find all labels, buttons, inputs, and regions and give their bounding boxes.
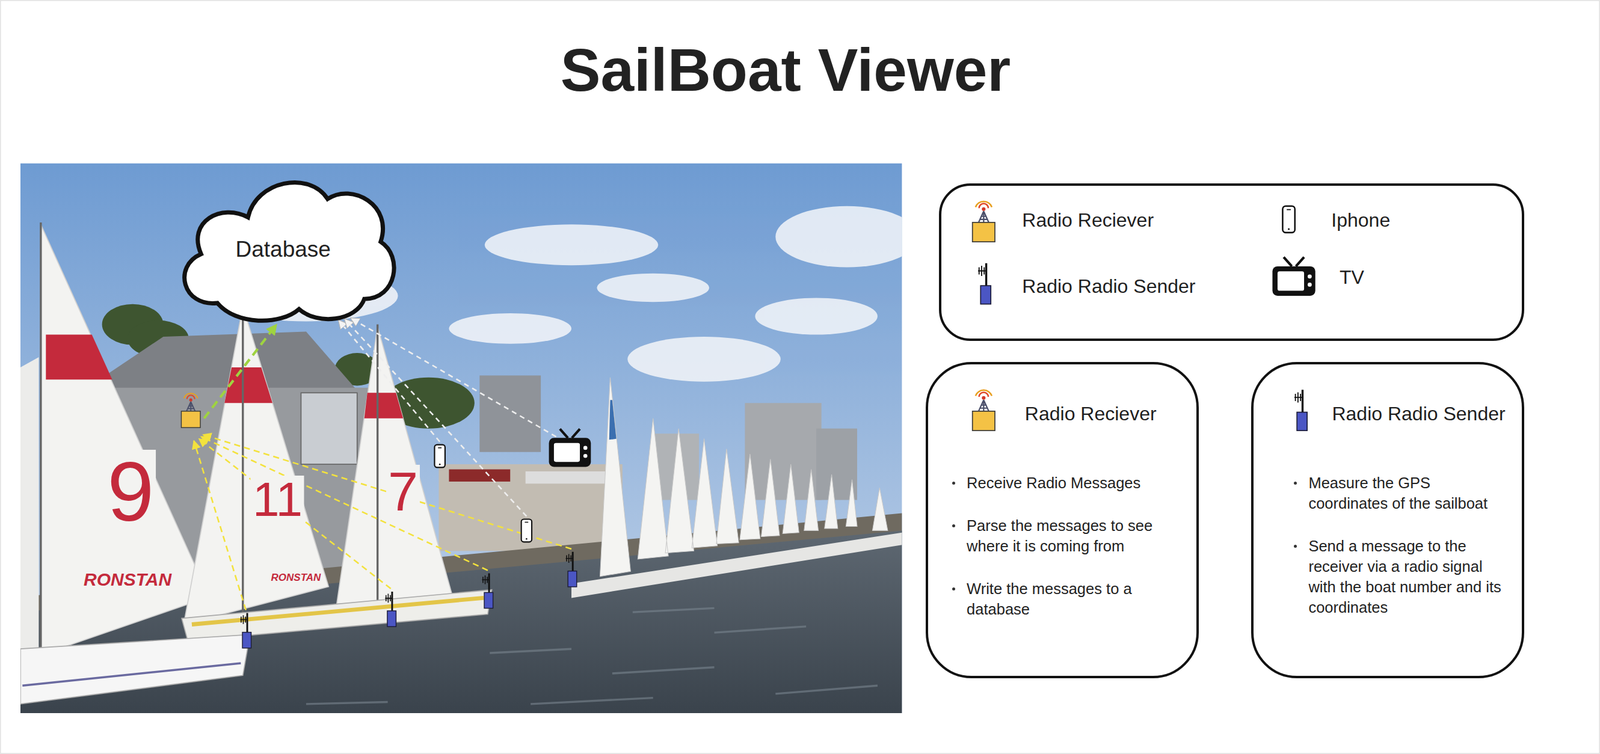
description-card: Radio RecieverReceive Radio MessagesPars… bbox=[925, 362, 1200, 679]
radio-receiver-icon bbox=[181, 393, 201, 428]
database-read-arrow bbox=[338, 320, 440, 443]
bullet-item: Measure the GPS coordinates of the sailb… bbox=[1308, 472, 1504, 514]
radio-receiver-icon bbox=[972, 390, 995, 431]
bullet-text: Receive Radio Messages bbox=[966, 472, 1179, 494]
cloud-puff bbox=[775, 206, 902, 268]
sail bbox=[40, 224, 210, 656]
cloud-puff bbox=[448, 313, 572, 345]
cloud-puff bbox=[627, 336, 781, 382]
sail-number: RONSTAN bbox=[81, 570, 174, 589]
bullet-text: Parse the messages to see where it is co… bbox=[966, 515, 1179, 557]
distant-hulls bbox=[571, 532, 903, 599]
legend-label: Radio Radio Sender bbox=[1021, 274, 1196, 299]
sail-stripe bbox=[609, 400, 617, 440]
legend-label: Iphone bbox=[1331, 208, 1391, 233]
sky bbox=[20, 163, 903, 714]
radio-sender-icon bbox=[1294, 389, 1308, 431]
bullet-item: Write the messages to a database bbox=[966, 578, 1179, 620]
database-read-arrow bbox=[351, 318, 557, 437]
radio-sender-icon bbox=[481, 573, 493, 609]
cloud-text-area: Database bbox=[168, 168, 399, 327]
banner bbox=[525, 471, 608, 484]
signal-arrows bbox=[193, 318, 572, 610]
bullet-dot bbox=[1293, 544, 1297, 548]
bullet-dot bbox=[952, 481, 956, 485]
building bbox=[479, 375, 541, 452]
sail bbox=[20, 357, 40, 659]
bullet-text: Send a message to the receiver via a rad… bbox=[1308, 535, 1504, 618]
bullet-item: Parse the messages to see where it is co… bbox=[966, 515, 1179, 557]
radio-signal-arrow bbox=[199, 439, 391, 589]
bullet-dot bbox=[1293, 481, 1297, 485]
sail-stripe bbox=[45, 335, 112, 381]
bullet-item: Receive Radio Messages bbox=[966, 472, 1179, 494]
radio-signal-arrow bbox=[203, 434, 572, 550]
card-heading: Radio Radio Sender bbox=[1331, 401, 1505, 426]
tv-icon bbox=[1272, 257, 1315, 296]
radio-sender-icon bbox=[566, 552, 577, 588]
bullet-item: Send a message to the receiver via a rad… bbox=[1308, 535, 1504, 618]
radio-signal-arrow bbox=[200, 436, 488, 571]
sail-number: 9 bbox=[105, 449, 156, 535]
legend-label: Radio Reciever bbox=[1021, 208, 1154, 233]
iphone-icon bbox=[521, 519, 532, 542]
database-read-arrow bbox=[344, 319, 527, 517]
cloud-puff bbox=[484, 224, 659, 266]
bullet-text: Write the messages to a database bbox=[966, 578, 1179, 620]
diagram-title: SailBoat Viewer bbox=[0, 33, 1572, 106]
cloud-puff bbox=[596, 273, 710, 303]
banner bbox=[448, 469, 511, 482]
database-cloud: Database bbox=[168, 168, 399, 327]
database-write-arrow bbox=[203, 324, 277, 419]
hull bbox=[20, 634, 251, 704]
card-heading: Radio Reciever bbox=[1024, 401, 1157, 426]
legend-box: Radio Reciever IphoneRadio Radio Sender TV bbox=[938, 183, 1525, 341]
cloud-label: Database bbox=[235, 236, 331, 263]
card-body: Measure the GPS coordinates of the sailb… bbox=[1308, 472, 1504, 640]
bullet-dot bbox=[952, 587, 956, 591]
cloud-puff bbox=[754, 297, 878, 335]
sailboat-photo bbox=[20, 163, 903, 714]
radio-receiver-icon bbox=[972, 201, 995, 242]
cloud-shape bbox=[184, 182, 394, 321]
iphone-icon bbox=[434, 445, 445, 468]
description-card: Radio Radio SenderMeasure the GPS coordi… bbox=[1251, 362, 1525, 679]
bullet-dot bbox=[952, 524, 956, 528]
hull-trim bbox=[22, 663, 241, 686]
card-body: Receive Radio MessagesParse the messages… bbox=[966, 472, 1179, 642]
boathouse-roof bbox=[79, 331, 360, 393]
sail-number: RONSTAN bbox=[269, 572, 324, 583]
radio-sender-icon bbox=[240, 613, 251, 649]
radio-sender-icon bbox=[978, 263, 991, 305]
hull bbox=[181, 590, 493, 642]
window bbox=[300, 392, 357, 465]
legend-label: TV bbox=[1339, 265, 1365, 290]
sail-number: 7 bbox=[386, 464, 420, 520]
tv-icon bbox=[549, 428, 592, 467]
iphone-icon bbox=[1282, 206, 1295, 233]
sail bbox=[183, 306, 329, 625]
sail-stripe bbox=[224, 367, 273, 404]
radio-sender-icon bbox=[384, 591, 396, 627]
deck-stripe bbox=[191, 597, 484, 625]
sail-stripe bbox=[364, 392, 404, 419]
clubhouse bbox=[438, 464, 622, 551]
bullet-text: Measure the GPS coordinates of the sailb… bbox=[1308, 472, 1504, 514]
radio-signal-arrow bbox=[193, 440, 247, 611]
sail-number: 11 bbox=[250, 475, 305, 524]
